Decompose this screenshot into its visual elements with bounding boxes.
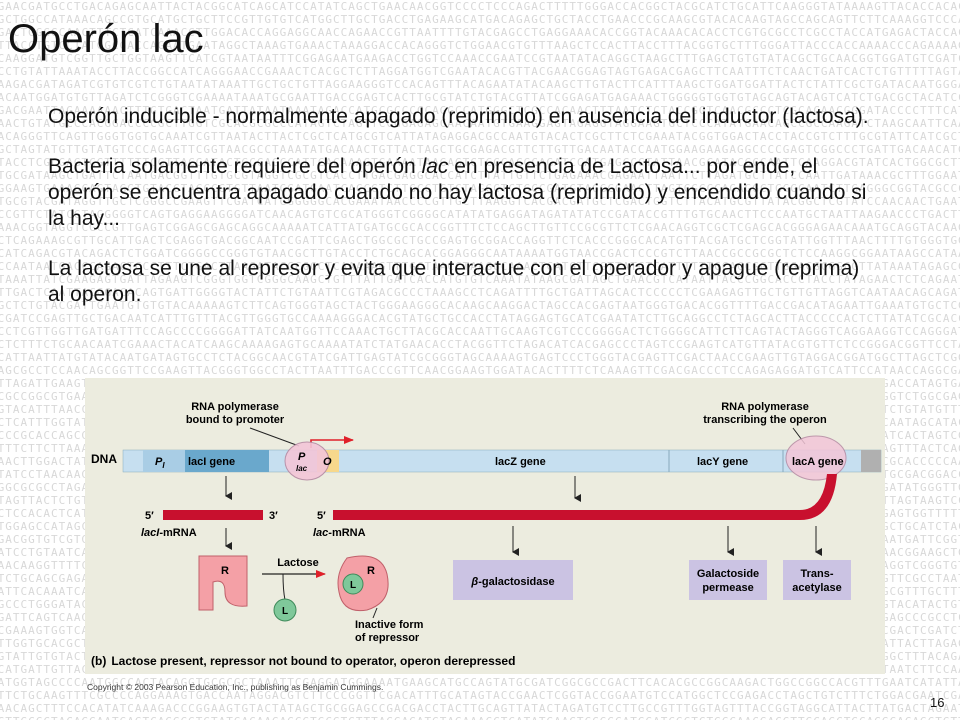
dna-background-row: CAACAGCTTTCCACATATCAAAGACCCGGAAGTGTACTAT… (0, 702, 960, 715)
promoter-pi-region (143, 450, 185, 472)
dna-background-row: CTTCTGCAAGTTTCGCCCCAGGAAAGTGACCAATAGGACG… (0, 689, 960, 702)
laci-mrna-strand (163, 510, 263, 520)
dna-background-row: AGCTAGTATGTTGTATGTCCCAGAGTTCGGTAACGCCTAA… (0, 143, 960, 156)
inactive-form-label-1: Inactive form (355, 619, 424, 631)
transacetylase-label-1: Trans- (800, 568, 833, 580)
dna-background-row: GGACGAATTAGAAAAAACTTTGTGACTAATGATTATAATA… (0, 104, 960, 117)
galactosidase-box (453, 560, 573, 600)
inactive-repressor-letter: R (367, 565, 375, 577)
paragraph-lactose-requirement: Bacteria solamente requiere del operón l… (48, 154, 878, 232)
dna-background-row: AACAATGGATGTGTTAGATCTCGGGTCGAAAATAAATGCG… (0, 91, 960, 104)
dna-background-row: GGCTCTGTACGATTGAATGTGTGTACAAAAAGTCTTCAGT… (0, 299, 960, 312)
polymerase-transcribing-label-1: RNA polymerase (721, 401, 809, 413)
dna-background-row: CGCTGGCCATAAACAGCCGTGCATGCTGCTTCCGTTGTGT… (0, 13, 960, 26)
dna-background-row: GATGGTAGCCCCAATGGCCACTACAGGTGCGCGCTAAATT… (0, 676, 960, 689)
dna-background-row: GTACCTCGCGAGTCGTTTTTTCGTTACGATACTGCCAGCC… (0, 156, 960, 169)
dna-background-row: ACTTGCCCTACAGGAATGAGTCAGGGGTGTATGACAAGAG… (0, 715, 960, 720)
page-number: 16 (930, 695, 945, 710)
dna-background-row: CCATTAATTATGTATACAATGATAGTGCCTCTACGGCAAC… (0, 351, 960, 364)
lacy-gene-label: lacY gene (697, 456, 748, 468)
inactive-form-label-2: of repressor (355, 632, 420, 644)
dna-background-row: CGAACGATGCCTGACAGAGCAATTACTACGGCATCAGCAT… (0, 0, 960, 13)
dna-background-row: CAGCGCCTCCAACAGCGGTTCCGAAGTTACGGGTGGCCTA… (0, 364, 960, 377)
dna-background-row: AAACTGTATGCCCACGGACCCCGCTTGGTCGCACGCGCCC… (0, 117, 960, 130)
dna-label: DNA (91, 452, 117, 466)
polymerase-promoter-pointer (249, 427, 300, 447)
dna-background-row: CAAACGGTAGGTCGCCGTTGAGTCGGAGCGAGCAGGCAAA… (0, 221, 960, 234)
permease-box (689, 560, 767, 600)
lac-mrna-five-prime: 5′ (317, 510, 326, 522)
copyright-notice: Copyright © 2003 Pearson Education, Inc.… (87, 682, 384, 692)
polymerase-promoter-label-1: RNA polymerase (191, 401, 279, 413)
transacetylase-box (783, 560, 851, 600)
pi-label: PI (155, 456, 165, 470)
inactive-form-pointer (372, 607, 378, 619)
paragraph-2-start: Bacteria solamente requiere del operón (48, 155, 422, 178)
plac-subscript: lac (296, 464, 308, 473)
dna-background-row: ACAAGGATGTCGGTTGCTGGTAAGTTCATCGTAATAATTT… (0, 52, 960, 65)
polymerase-transcribing-label-2: transcribing the operon (703, 414, 827, 426)
polymerase-transcribing (785, 435, 847, 481)
lactose-curve (282, 573, 286, 601)
dna-background-row: CCTCAGAAAGCGTTGCATTGACTCGAGGTGACGGCAATCC… (0, 234, 960, 247)
active-repressor-letter: R (221, 565, 229, 577)
laci-mrna-label: lacI-mRNA (141, 527, 197, 539)
lac-mrna-label: lac-mRNA (313, 527, 366, 539)
slide-title: Operón lac (8, 17, 204, 61)
paragraph-repressor: La lactosa se une al represor y evita qu… (48, 257, 860, 306)
bound-lactose-letter: L (350, 580, 356, 591)
lactose-label: Lactose (277, 557, 319, 569)
dna-background-row: ACATCAGACGTACAGACTCTGGATCGGGGCCGGGTGTAAC… (0, 247, 960, 260)
permease-label-2: permease (702, 582, 753, 594)
dna-background-row: TCTCTTTCTGCAACAATCGAAACTACATCAAGCAAAAGAG… (0, 338, 960, 351)
transacetylase-label-2: acetylase (792, 582, 842, 594)
laci-mrna-five-prime: 5′ (145, 510, 154, 522)
bound-lactose-molecule (342, 573, 364, 595)
laca-gene-label: lacA gene (792, 456, 844, 468)
lacz-gene-label: lacZ gene (495, 456, 546, 468)
dna-background-row: ATTGACTCAATTACGGACACAGTGATTGGGGTACTATTCT… (0, 286, 960, 299)
dna-background-row: GCCAATAATGACCCAGACTCCCTTTCTGACTTAAGATACG… (0, 260, 960, 273)
dna-background-row: CACAGGGTTCAGTTGGGTGGTGCAAATCGTTAATACTTAC… (0, 130, 960, 143)
laci-gene-label: lacI gene (188, 456, 235, 468)
plac-label: P (298, 451, 306, 463)
lac-italic: lac (421, 155, 449, 178)
diagram-caption: (b)Lactose present, repressor not bound … (91, 654, 515, 668)
paragraph-inducible: Operón inducible - normalmente apagado (… (48, 105, 869, 128)
dna-background-row: CTGCGATAAGCTGATTCTAATGACGGTTTGTGCGTAGGTC… (0, 169, 960, 182)
dna-background-row: CCCTGTATTAAATACCTTACCGGCCATCAGGGAACCGAAA… (0, 65, 960, 78)
active-repressor (198, 555, 248, 611)
paragraph-2-end: en presencia de Lactosa... por ende, el … (48, 155, 867, 230)
dna-background-row: GTAAATTATCGAAGAGTGATTAGAAGTCGGGTGGTCGGGC… (0, 273, 960, 286)
dna-background-row: GCCTCGTTGGTTGATGATTTCCAGCCCCGGGGATTATCAA… (0, 325, 960, 338)
dna-background-row: AAAGACGATAGATCGTGTCGTCTGTAATATAAATTGCTGC… (0, 78, 960, 91)
laci-gene-region (185, 450, 269, 472)
polymerase-promoter-label-2: bound to promoter (186, 414, 285, 426)
galactosidase-label: β-galactosidase (470, 576, 554, 588)
dna-background-row: GCCGTTCTATCGTAGGGGGTCAGTGAGGAAGGGGATCAAC… (0, 208, 960, 221)
permease-label-1: Galactoside (697, 568, 759, 580)
lac-operon-diagram: RNA polymerase bound to promoter RNA pol… (85, 378, 885, 674)
dna-background-row: GGGAAGTGAAAGCAGTAGGTGTACCTACCCGTGTTAATGG… (0, 182, 960, 195)
lactose-molecule (273, 598, 297, 622)
dna-background-row: CTGCGTACGATAGGTTGCTCGGGCCGAAGTTCGATCATGG… (0, 195, 960, 208)
lactose-letter: L (282, 606, 288, 617)
dna-background-row: TTTACCTGTCCTATGGCGACCAGAATGAATAGGCTAAAGT… (0, 39, 960, 52)
dna-end-segment (861, 450, 881, 472)
slide-body: Operón inducible - normalmente apagado (… (48, 104, 878, 332)
dna-background-row: GGACTGGGGCAACTTTCTCATCAAACCTTGGACACCAGGA… (0, 26, 960, 39)
diagram-svg: RNA polymerase bound to promoter RNA pol… (91, 401, 882, 668)
operator-label: O (323, 456, 332, 468)
polymerase-at-promoter (284, 441, 330, 481)
dna-background-row: GCGATCCGAGTTGCTGACAATCATTTGTTTACGTTGGGTG… (0, 312, 960, 325)
laci-mrna-three-prime: 3′ (269, 510, 278, 522)
lac-mrna-strand (333, 474, 837, 520)
